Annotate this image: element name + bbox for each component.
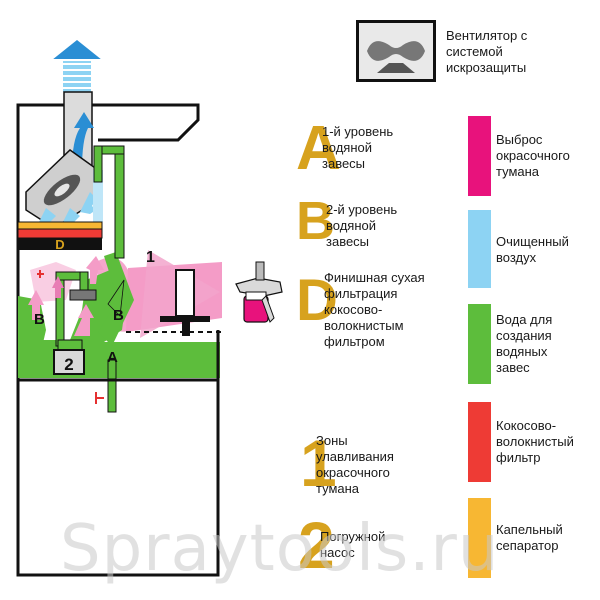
booth-fan <box>25 149 99 229</box>
diagram-label-zone: 1 <box>146 249 155 266</box>
legend-swatch-drop-separator <box>468 498 491 578</box>
legend-label-b: 2-й уровень водяной завесы <box>326 202 398 249</box>
diagram-label-b-right: B <box>113 307 124 324</box>
legend-label-a: 1-й уровень водяной завесы <box>322 124 394 171</box>
legend-label-2: Погружной насос <box>320 529 386 560</box>
legend-label-1: Зоны улавливания окрасочного тумана <box>316 433 394 496</box>
drain-pipe <box>107 359 117 413</box>
legend-label-drop-separator: Капельный сепаратор <box>496 522 563 553</box>
legend-symbol-2: 2 <box>298 508 335 582</box>
legend-swatch-water <box>468 304 491 384</box>
spray-gun <box>235 261 283 323</box>
exhaust-arrow <box>52 40 102 92</box>
legend-swatch-clean-air <box>468 210 491 288</box>
legend-symbol-d: D <box>296 268 338 333</box>
pump-unit: 2 <box>53 339 85 375</box>
watermark: Spraytools.ru <box>60 512 500 586</box>
fan-legend-label: Вентилятор с системой искрозащиты <box>446 28 528 75</box>
chamber-wall <box>93 170 103 222</box>
nozzle-unit <box>28 256 125 336</box>
lower-cabinet <box>16 330 220 577</box>
fan-legend-icon <box>356 20 436 82</box>
diagram-label-a: A <box>107 349 118 366</box>
legend-symbol-b: B <box>296 191 335 251</box>
legend-swatch-paint-mist <box>468 116 491 196</box>
diagram-label-b-left: B <box>34 311 45 328</box>
d-filter-band <box>18 238 102 250</box>
legend-symbol-a: A <box>296 114 341 183</box>
legend-symbol-1: 1 <box>300 426 337 500</box>
diagram-label-d: D <box>55 237 64 252</box>
legend-label-water: Вода для создания водяных завес <box>496 312 553 375</box>
legend-label-d: Финишная сухая фильтрация кокосово- воло… <box>324 270 425 349</box>
workpiece-stand <box>160 269 210 336</box>
valve-marks <box>37 270 104 404</box>
legend-label-paint-mist: Выброс окрасочного тумана <box>496 132 570 179</box>
drop-separator-band <box>17 221 103 230</box>
legend-label-clean-air: Очищенный воздух <box>496 234 569 265</box>
legend-label-coco-filter: Кокосово- волокнистый фильтр <box>496 418 574 465</box>
legend-swatch-coco-filter <box>468 402 491 482</box>
diagram-label-pump: 2 <box>64 355 73 374</box>
